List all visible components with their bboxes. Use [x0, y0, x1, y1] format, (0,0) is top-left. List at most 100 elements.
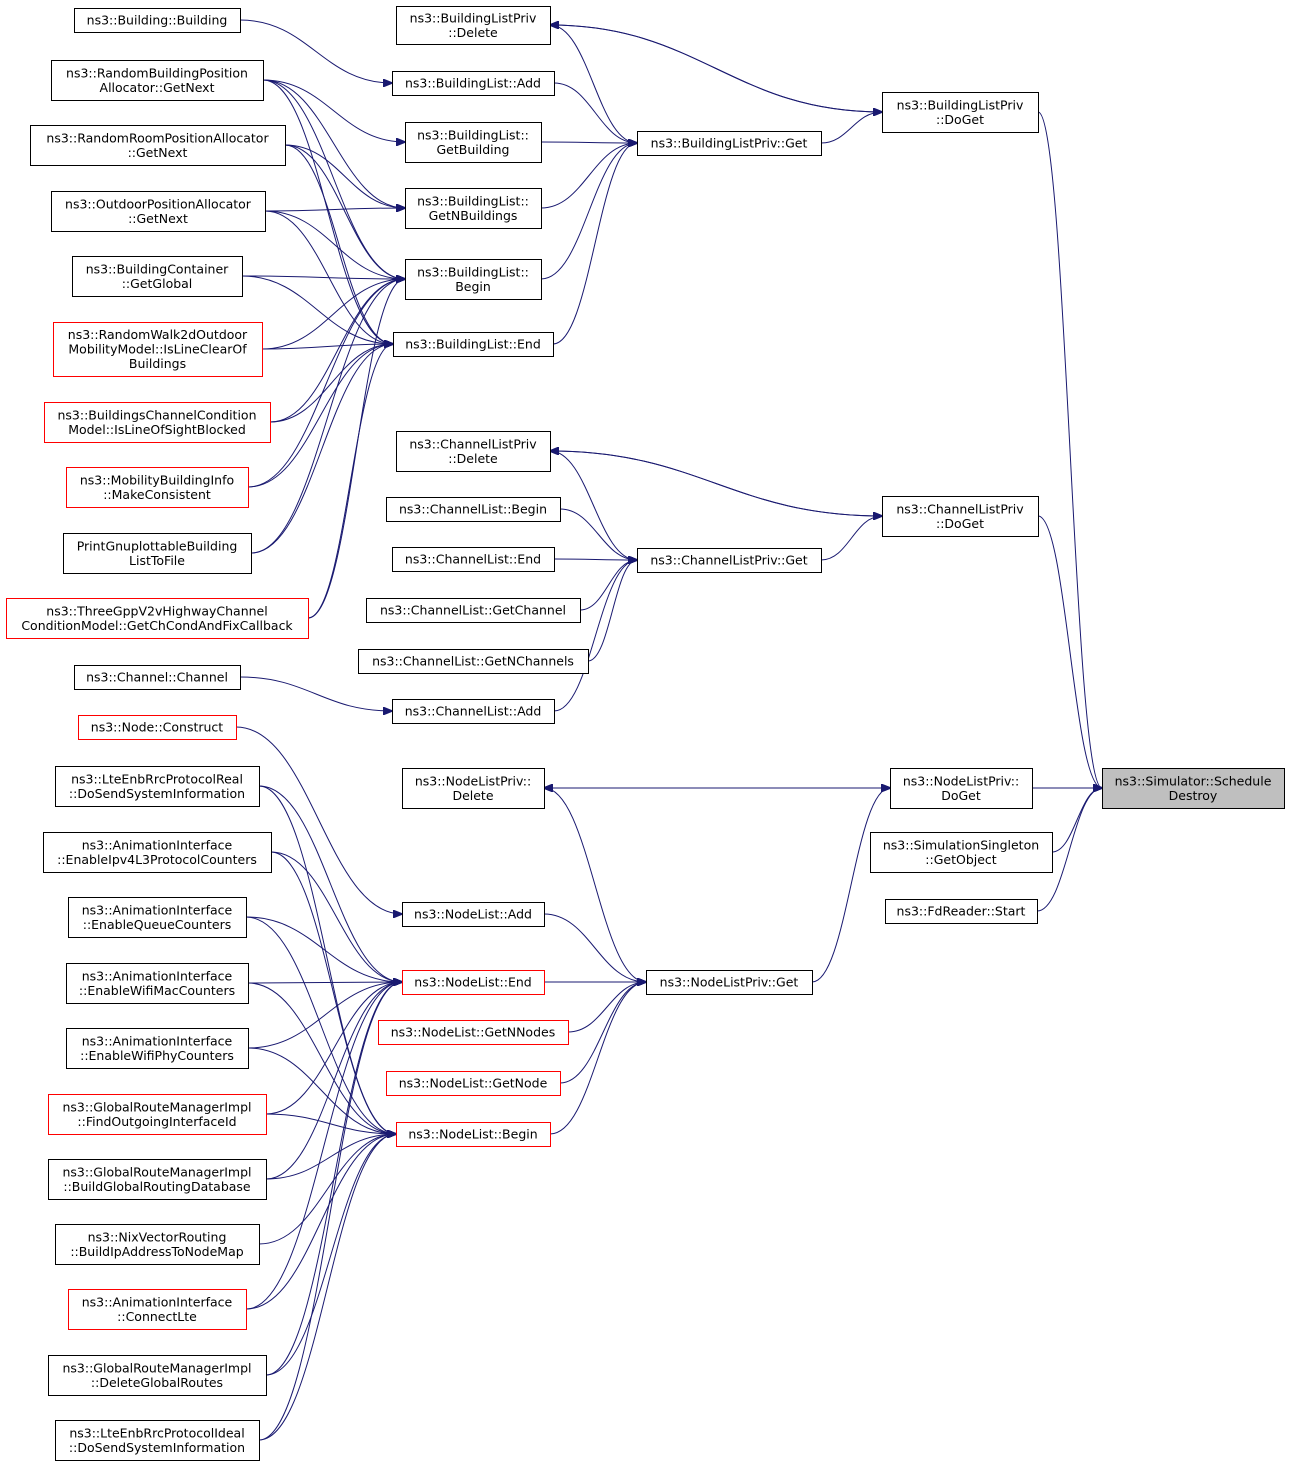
node-nlp-delete[interactable]: ns3::NodeListPriv::Delete — [402, 768, 545, 809]
node-label: ns3::NodeList::Add — [414, 907, 532, 922]
node-channel-ctor[interactable]: ns3::Channel::Channel — [74, 665, 241, 690]
node-blp-delete[interactable]: ns3::BuildingListPriv::Delete — [396, 6, 551, 45]
edge-grm_find-to-nl_end — [265, 982, 402, 1115]
node-nlp-doget[interactable]: ns3::NodeListPriv::DoGet — [890, 768, 1033, 809]
node-label: GetBuilding — [437, 142, 510, 157]
node-grm-build[interactable]: ns3::GlobalRouteManagerImpl::BuildGlobal… — [48, 1159, 267, 1200]
node-box — [386, 1071, 561, 1096]
node-label: ns3::BuildingListPriv::Get — [651, 136, 808, 151]
node-box — [386, 497, 561, 522]
node-cl-getchannel[interactable]: ns3::ChannelList::GetChannel — [366, 598, 581, 623]
edge-clp_get-to-clp_delete — [550, 451, 638, 561]
edge-ai_queue-to-nl_begin — [245, 916, 396, 1134]
node-rrpa[interactable]: ns3::RandomRoomPositionAllocator::GetNex… — [30, 125, 286, 166]
node-ai-queue[interactable]: ns3::AnimationInterface::EnableQueueCoun… — [68, 897, 247, 938]
node-box — [405, 188, 542, 229]
node-ai-ipv4[interactable]: ns3::AnimationInterface::EnableIpv4L3Pro… — [43, 832, 272, 873]
node-label: ::GetObject — [925, 852, 997, 867]
node-box — [66, 1028, 249, 1069]
node-bl-add[interactable]: ns3::BuildingList::Add — [392, 71, 555, 96]
node-nix[interactable]: ns3::NixVectorRouting::BuildIpAddressToN… — [55, 1224, 260, 1265]
node-box — [74, 8, 241, 33]
node-box — [882, 92, 1039, 133]
node-label: ns3::BuildingList:: — [417, 264, 529, 279]
node-fdreader[interactable]: ns3::FdReader::Start — [885, 899, 1038, 924]
node-node-construct[interactable]: ns3::Node::Construct — [78, 715, 237, 740]
node-nl-end[interactable]: ns3::NodeList::End — [402, 970, 545, 995]
node-label: ns3::BuildingList::End — [405, 337, 541, 352]
node-nl-getnode[interactable]: ns3::NodeList::GetNode — [386, 1071, 561, 1096]
node-cl-add[interactable]: ns3::ChannelList::Add — [392, 699, 555, 724]
node-label: ns3::Node::Construct — [91, 720, 224, 735]
node-label: PrintGnuplottableBuilding — [77, 538, 238, 553]
node-box — [402, 902, 545, 927]
node-cl-getnchannels[interactable]: ns3::ChannelList::GetNChannels — [358, 649, 589, 674]
edge-ai_wifiphy-to-nl_begin — [247, 1047, 396, 1134]
node-clp-doget[interactable]: ns3::ChannelListPriv::DoGet — [882, 496, 1039, 537]
edge-lte_ideal-to-nl_begin — [258, 1134, 396, 1441]
node-label: ::DoGet — [936, 112, 984, 127]
node-nl-begin[interactable]: ns3::NodeList::Begin — [396, 1122, 551, 1147]
node-bl-end[interactable]: ns3::BuildingList::End — [393, 332, 554, 357]
node-opa[interactable]: ns3::OutdoorPositionAllocator::GetNext — [51, 191, 266, 232]
node-label: ns3::OutdoorPositionAllocator — [65, 196, 252, 211]
node-label: ::GetNext — [128, 211, 188, 226]
node-box — [637, 548, 822, 573]
node-building-ctor[interactable]: ns3::Building::Building — [74, 8, 241, 33]
edge-lte_ideal-to-nl_end — [258, 982, 402, 1441]
node-rbpa[interactable]: ns3::RandomBuildingPositionAllocator::Ge… — [51, 60, 264, 101]
edge-pgb-to-bl_begin — [250, 279, 405, 554]
node-rw2d[interactable]: ns3::RandomWalk2dOutdoorMobilityModel::I… — [53, 322, 263, 377]
node-sim-singleton[interactable]: ns3::SimulationSingleton::GetObject — [870, 832, 1053, 873]
node-nlp-get[interactable]: ns3::NodeListPriv::Get — [646, 970, 813, 995]
node-label: Destroy — [1169, 788, 1218, 803]
node-ai-wifimac[interactable]: ns3::AnimationInterface::EnableWifiMacCo… — [66, 963, 249, 1004]
node-grm-find[interactable]: ns3::GlobalRouteManagerImpl::FindOutgoin… — [48, 1094, 267, 1135]
node-cl-begin[interactable]: ns3::ChannelList::Begin — [386, 497, 561, 522]
node-label: ns3::ChannelList::GetNChannels — [372, 654, 574, 669]
node-label: Buildings — [129, 356, 186, 371]
node-blp-get[interactable]: ns3::BuildingListPriv::Get — [637, 131, 822, 156]
node-bc-global[interactable]: ns3::BuildingContainer::GetGlobal — [72, 256, 243, 297]
node-lte-ideal[interactable]: ns3::LteEnbRrcProtocolIdeal::DoSendSyste… — [55, 1420, 260, 1461]
node-blp-doget[interactable]: ns3::BuildingListPriv::DoGet — [882, 92, 1039, 133]
node-cl-end[interactable]: ns3::ChannelList::End — [392, 547, 555, 572]
node-grm-delete[interactable]: ns3::GlobalRouteManagerImpl::DeleteGloba… — [48, 1355, 267, 1396]
edge-bl_end-to-blp_get — [552, 143, 637, 345]
node-mbi[interactable]: ns3::MobilityBuildingInfo::MakeConsisten… — [66, 467, 249, 508]
node-box — [396, 1122, 551, 1147]
edge-bl_add-to-blp_get — [553, 82, 637, 143]
edge-mbi-to-bl_begin — [247, 279, 405, 488]
node-tgpp[interactable]: ns3::ThreeGppV2vHighwayChannelConditionM… — [6, 598, 309, 639]
node-label: ::ConnectLte — [117, 1309, 197, 1324]
node-bl-begin[interactable]: ns3::BuildingList::Begin — [405, 259, 542, 300]
node-nl-getnnodes[interactable]: ns3::NodeList::GetNNodes — [378, 1020, 569, 1045]
node-label: ns3::BuildingList:: — [417, 193, 529, 208]
node-label: ns3::BuildingListPriv — [410, 10, 537, 25]
node-box — [68, 897, 247, 938]
node-box — [6, 598, 309, 639]
node-ai-lte[interactable]: ns3::AnimationInterface::ConnectLte — [68, 1289, 247, 1330]
node-label: ns3::GlobalRouteManagerImpl — [62, 1164, 251, 1179]
node-clp-get[interactable]: ns3::ChannelListPriv::Get — [637, 548, 822, 573]
node-box — [55, 1224, 260, 1265]
node-nl-add[interactable]: ns3::NodeList::Add — [402, 902, 545, 927]
node-label: Allocator::GetNext — [100, 80, 215, 95]
edge-rw2d-to-bl_begin — [261, 279, 405, 350]
node-clp-delete[interactable]: ns3::ChannelListPriv::Delete — [396, 431, 551, 472]
node-label: ns3::AnimationInterface — [82, 837, 233, 852]
node-label: ns3::AnimationInterface — [82, 902, 233, 917]
edge-bc_global-to-bl_end — [241, 275, 393, 344]
node-bl-getbuilding[interactable]: ns3::BuildingList::GetBuilding — [405, 122, 542, 163]
node-bcc[interactable]: ns3::BuildingsChannelConditionModel::IsL… — [44, 402, 271, 443]
node-label: ns3::Channel::Channel — [86, 670, 228, 685]
node-label: GetNBuildings — [429, 208, 518, 223]
node-bl-getnbuildings[interactable]: ns3::BuildingList::GetNBuildings — [405, 188, 542, 229]
node-ai-wifiphy[interactable]: ns3::AnimationInterface::EnableWifiPhyCo… — [66, 1028, 249, 1069]
node-label: Begin — [455, 279, 491, 294]
node-lte-real[interactable]: ns3::LteEnbRrcProtocolReal::DoSendSystem… — [55, 766, 260, 807]
edge-clp_doget-to-root — [1037, 515, 1102, 788]
